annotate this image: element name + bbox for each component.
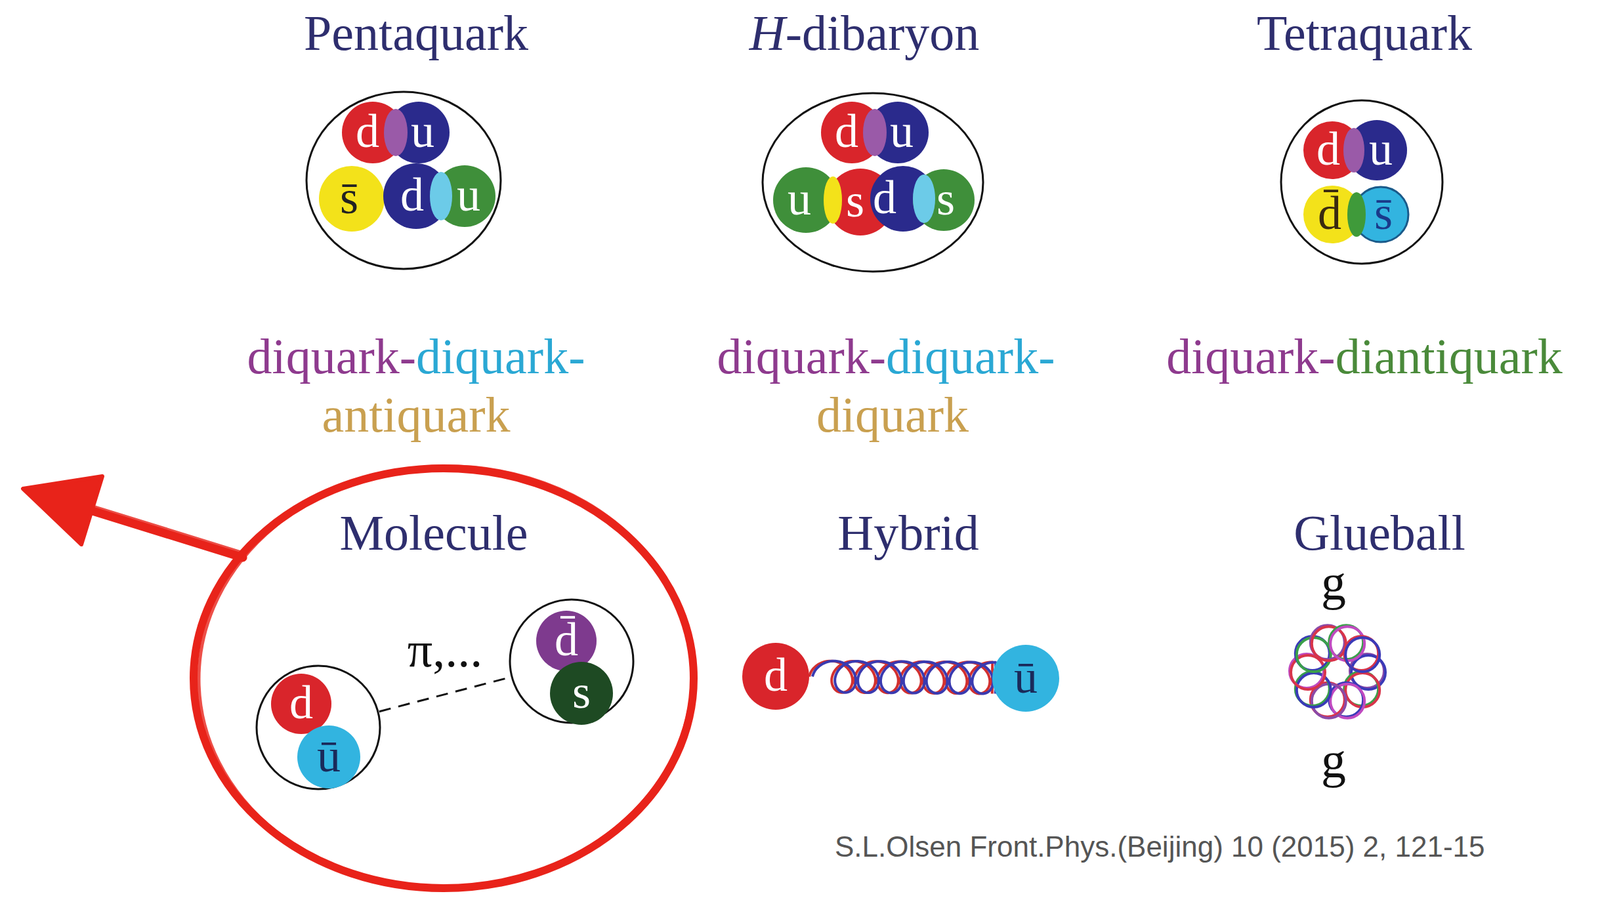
quark-letter: d	[400, 168, 424, 223]
diquark-text: diquark-	[717, 328, 886, 386]
quark-ball: ū	[992, 645, 1060, 713]
quark-ball: d̄	[536, 610, 597, 672]
highlight-arrow	[22, 476, 243, 558]
quark-letter: d	[1316, 122, 1341, 177]
bag-outline	[762, 93, 984, 272]
quark-ball: s	[549, 662, 613, 726]
citation: S.L.Olsen Front.Phys.(Beijing) 10 (2015)…	[834, 830, 1486, 865]
diquark-text: diquark-	[1166, 328, 1335, 386]
meson-circle: dū	[255, 664, 382, 791]
antiquark-text: antiquark	[321, 386, 510, 444]
quark-letter: d̄	[554, 612, 579, 668]
diquark-text: diquark	[816, 386, 969, 444]
quark-letter: u	[1368, 122, 1393, 177]
h-dibaryon-bag: H-dibaryonduusds	[761, 91, 985, 274]
diquark-overlap	[1343, 127, 1365, 173]
quark-letter: ū	[1013, 650, 1038, 705]
diquark-overlap	[912, 174, 936, 224]
glueball-loops	[1289, 625, 1386, 718]
quark-letter: s̄	[339, 170, 359, 226]
diquark-overlap	[1347, 192, 1366, 237]
arrow-shaft	[91, 506, 241, 553]
heading: H-dibaryon	[749, 4, 980, 62]
quark-letter: d	[872, 170, 897, 226]
exchange-line	[379, 677, 511, 712]
quark-letter: d	[834, 104, 859, 159]
quark-letter: d	[763, 648, 788, 703]
quark-letter: u	[456, 168, 481, 223]
arrow-shaft	[90, 510, 243, 558]
quark-disc	[912, 169, 975, 232]
arrow-head	[22, 476, 103, 545]
diquark-overlap	[863, 108, 887, 157]
meson-outline	[256, 666, 380, 790]
heading: Pentaquark	[303, 4, 529, 62]
gluon-label: g	[1321, 732, 1347, 790]
coil	[812, 661, 996, 695]
edge-label: π,...	[407, 621, 483, 679]
quark-disc	[536, 610, 597, 672]
meson-circle: d̄s	[508, 598, 635, 725]
outline	[1279, 99, 1444, 266]
heading: Tetraquark	[1256, 4, 1473, 62]
quark-disc	[297, 725, 361, 789]
quark-letter: d	[355, 104, 380, 159]
quark-ball: d	[271, 673, 332, 735]
heading: Molecule	[339, 504, 528, 562]
quark-disc	[271, 673, 332, 735]
quark-disc	[742, 643, 810, 711]
diquark-text: diquark-	[247, 328, 417, 386]
pentaquark-bag: Pentaquarkdus̄du	[305, 90, 503, 271]
overlap-layer	[1279, 99, 1444, 266]
quark-disc	[549, 662, 613, 726]
quark-letter: u	[410, 104, 435, 159]
quark-letter: s̄	[1374, 186, 1393, 241]
gluon-loop	[1345, 637, 1380, 673]
quark-letter: d̄	[1317, 186, 1342, 241]
dashed-line	[379, 677, 511, 712]
diquark-overlap	[383, 108, 408, 157]
quark-ball: d	[742, 643, 810, 711]
tetraquark-bag: Tetraquarkdud̄s̄	[1279, 99, 1444, 266]
quark-disc	[318, 166, 385, 232]
gluon-loop	[1296, 673, 1331, 708]
bag-outline	[306, 91, 501, 270]
quark-letter: s	[936, 171, 955, 227]
quark-letter: s	[572, 665, 591, 720]
hand-drawn-circle	[191, 458, 700, 897]
gluon-label: g	[1321, 554, 1347, 612]
diquark-overlap	[823, 176, 843, 224]
quark-letter: d	[289, 675, 314, 731]
quark-ball: s̄	[318, 166, 385, 232]
quark-letter: s	[845, 173, 865, 229]
quark-letter: ū	[316, 729, 341, 784]
gluon-loop	[1296, 637, 1331, 673]
bag-outline	[1281, 100, 1443, 264]
diquark-text: diquark-	[416, 328, 585, 386]
diquark-text: diquark-	[885, 328, 1055, 386]
quark-disc	[992, 645, 1060, 713]
quark-letter: u	[787, 171, 812, 227]
heading: Hybrid	[837, 504, 979, 562]
quark-letter: u	[889, 104, 914, 159]
gluon-loop	[1330, 684, 1365, 719]
gluon-string	[809, 661, 996, 695]
heading: Glueball	[1293, 504, 1466, 562]
diantiquark-text: diantiquark	[1335, 328, 1563, 386]
quark-disc	[870, 166, 936, 232]
diquark-overlap	[429, 171, 453, 221]
quark-ball: ū	[297, 725, 361, 789]
